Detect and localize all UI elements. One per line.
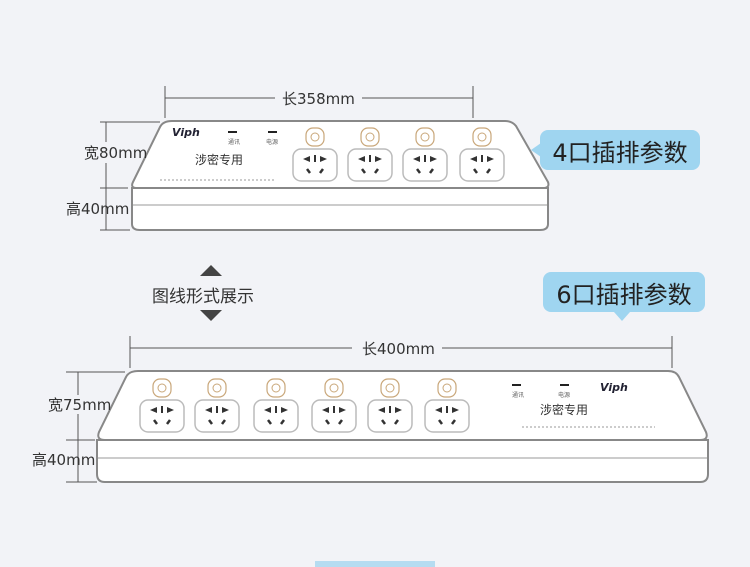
indicator-label: 电源 [558, 391, 570, 399]
outlet-switch [437, 378, 457, 398]
outlet [367, 378, 413, 433]
socket [367, 399, 413, 433]
outlet-switch [305, 127, 325, 147]
socket [459, 148, 505, 182]
panel-title: 涉密专用 [195, 152, 243, 167]
outlet [194, 378, 240, 433]
socket [402, 148, 448, 182]
badge-text: 4口插排参数 [552, 138, 688, 167]
socket [347, 148, 393, 182]
caption: 图线形式展示 [152, 287, 254, 307]
outlet-switch [380, 378, 400, 398]
outlet-switch [415, 127, 435, 147]
bottom-strip [315, 561, 435, 567]
outlet [253, 378, 299, 433]
socket [424, 399, 470, 433]
six-outlet-power-strip: 通讯 电源 Viph 涉密专用 [96, 370, 709, 483]
top-dimension-lines [100, 86, 474, 231]
bottom-width-label: 宽75mm [48, 396, 111, 414]
bottom-height-label: 高40mm [32, 451, 95, 469]
socket [194, 399, 240, 433]
socket [253, 399, 299, 433]
outlet [402, 127, 448, 182]
outlet-switch [360, 127, 380, 147]
arrow-down-icon [200, 310, 222, 321]
badge-pointer [614, 312, 630, 321]
badge-pointer [531, 143, 541, 157]
outlet [311, 378, 357, 433]
indicator-label: 电源 [266, 138, 278, 146]
bottom-dimension-lines [66, 336, 673, 483]
socket [311, 399, 357, 433]
outlet-switch [324, 378, 344, 398]
top-width-label: 宽80mm [84, 144, 147, 162]
four-outlet-power-strip: Viph 通讯 电源 涉密专用 [131, 120, 550, 231]
top-height-label: 高40mm [66, 200, 129, 218]
badge-text: 6口插排参数 [556, 280, 692, 309]
svg-text:Viph: Viph [172, 126, 200, 139]
outlet [139, 378, 185, 433]
indicator-label: 通讯 [512, 391, 524, 399]
socket [139, 399, 185, 433]
outlet-switch [266, 378, 286, 398]
top-length-label: 长358mm [282, 90, 355, 108]
socket [292, 148, 338, 182]
outlet-switch [207, 378, 227, 398]
four-outlet-badge: 4口插排参数 [540, 130, 700, 170]
panel-title: 涉密专用 [540, 402, 588, 417]
bottom-length-label: 长400mm [362, 340, 435, 358]
outlet [292, 127, 338, 182]
outlet [424, 378, 470, 433]
outlet [347, 127, 393, 182]
indicator-label: 通讯 [228, 138, 240, 146]
outlet-switch [152, 378, 172, 398]
arrow-up-icon [200, 265, 222, 276]
outlet-switch [472, 127, 492, 147]
outlet [459, 127, 505, 182]
svg-text:Viph: Viph [600, 381, 628, 394]
six-outlet-badge: 6口插排参数 [543, 272, 705, 312]
